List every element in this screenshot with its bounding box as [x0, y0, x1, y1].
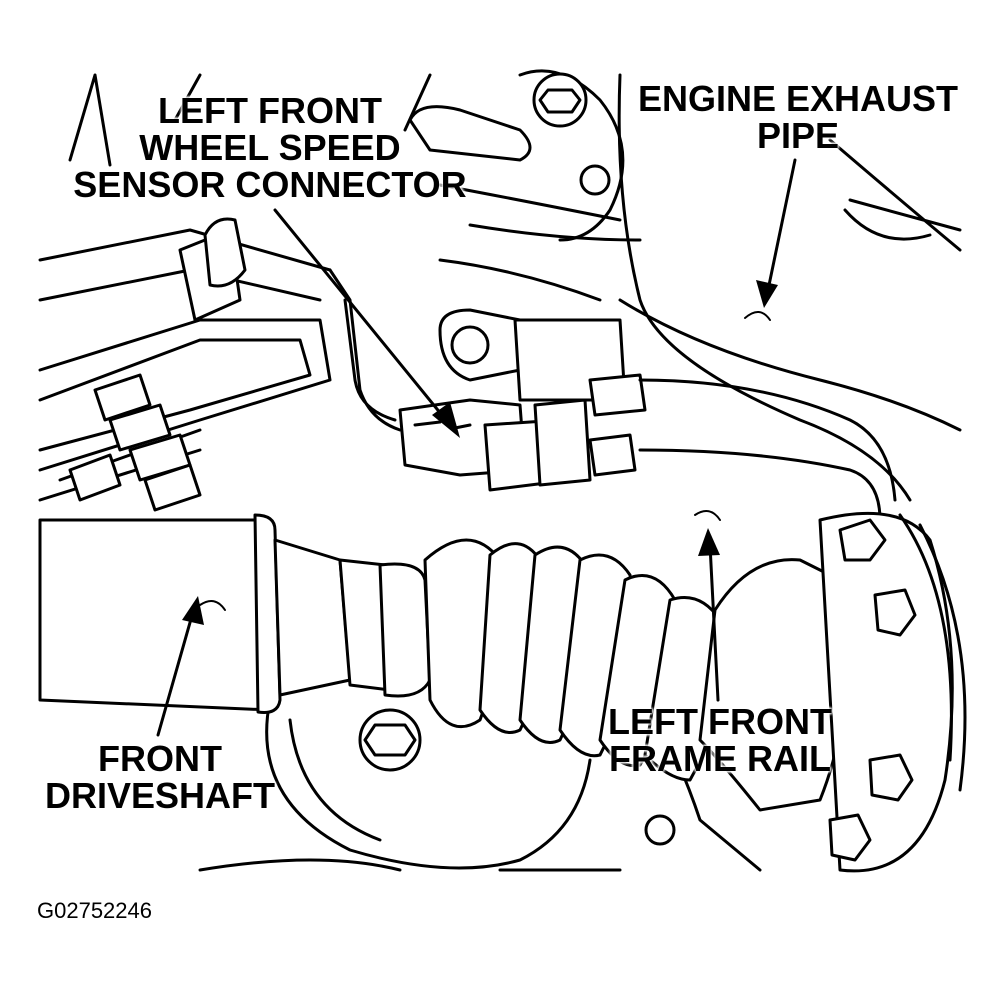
- label-front-driveshaft: FRONT DRIVESHAFT: [40, 740, 280, 814]
- label-line: FRONT: [98, 738, 222, 779]
- label-line: LEFT FRONT: [158, 90, 382, 131]
- exhaust-arrow-line: [766, 158, 797, 292]
- wheel-flange: [818, 511, 967, 873]
- sensor-arrowhead: [432, 402, 460, 438]
- label-line: DRIVESHAFT: [44, 775, 275, 816]
- lower-mount: [198, 648, 762, 872]
- figure-id: G02752246: [37, 898, 152, 923]
- sensor-connector-assembly: [328, 268, 897, 522]
- label-engine-exhaust-pipe: ENGINE EXHAUST PIPE: [628, 80, 968, 154]
- sensor-arrow-line: [273, 208, 452, 427]
- mount-hole: [579, 164, 611, 196]
- label-left-front-wheel-speed-sensor-connector: LEFT FRONT WHEEL SPEED SENSOR CONNECTOR: [60, 92, 480, 203]
- lower-hole: [644, 814, 676, 846]
- bracket-bolt: [450, 325, 490, 365]
- label-line: ENGINE EXHAUST: [637, 78, 959, 119]
- frame-rail-arrowhead: [698, 528, 720, 556]
- label-line: SENSOR CONNECTOR: [73, 164, 467, 205]
- label-line: LEFT FRONT: [608, 701, 832, 742]
- label-line: PIPE: [756, 115, 840, 156]
- brake-lines: [38, 217, 332, 512]
- leader-arrows: [156, 158, 797, 737]
- frame-rail-arrow-line: [708, 543, 720, 702]
- label-line: FRAME RAIL: [609, 738, 831, 779]
- exhaust-arrowhead: [756, 280, 778, 308]
- driveshaft: [38, 513, 849, 812]
- lower-bolt-head: [358, 708, 422, 772]
- upper-structure: [68, 69, 962, 502]
- driveshaft-arrowhead: [182, 596, 204, 625]
- driveshaft-arrow-line: [156, 610, 195, 737]
- label-line: WHEEL SPEED: [139, 127, 401, 168]
- label-left-front-frame-rail: LEFT FRONT FRAME RAIL: [600, 703, 840, 777]
